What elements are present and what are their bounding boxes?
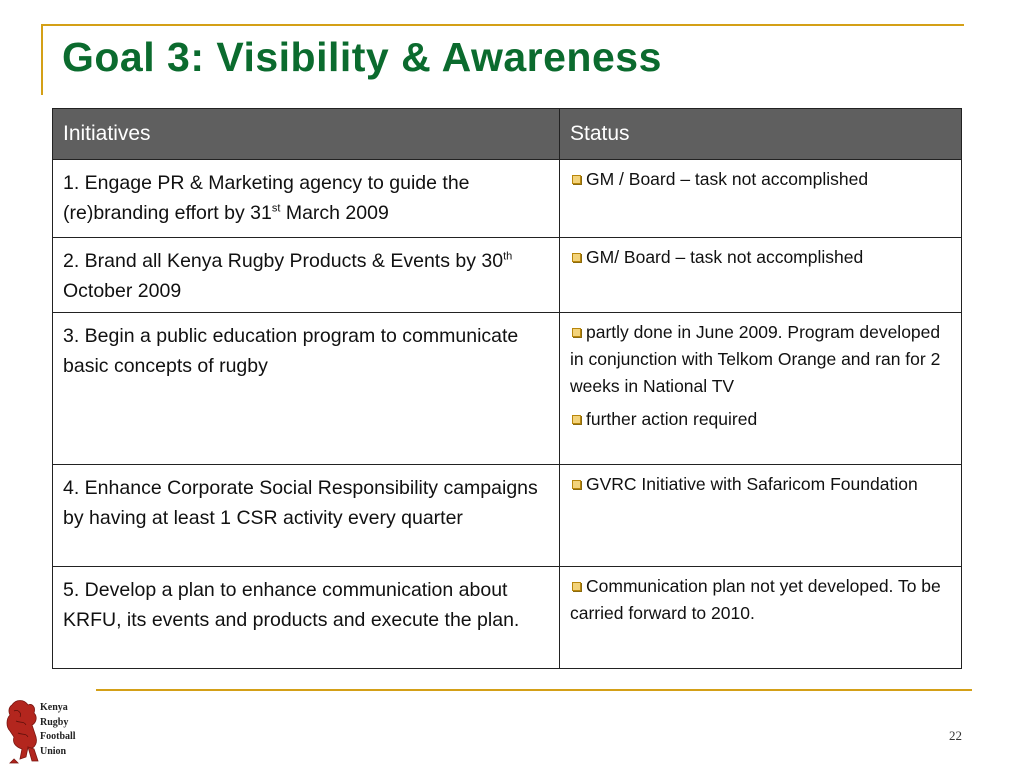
status-text: further action required	[586, 409, 758, 429]
initiative-cell: 2. Brand all Kenya Rugby Products & Even…	[52, 237, 560, 313]
column-header-status: Status	[559, 108, 962, 160]
status-item: GM / Board – task not accomplished	[570, 166, 951, 193]
table-row: 5. Develop a plan to enhance communicati…	[52, 566, 962, 669]
status-text: GM/ Board – task not accomplished	[586, 247, 864, 267]
initiative-ordinal-suffix: th	[503, 250, 513, 263]
square-bullet-icon	[572, 479, 581, 489]
status-cell: GM / Board – task not accomplished	[559, 159, 962, 238]
title-accent-bar	[41, 25, 43, 95]
status-text: GM / Board – task not accomplished	[586, 169, 869, 189]
initiative-text: 5. Develop a plan to enhance communicati…	[63, 579, 520, 631]
table-header-row: Initiatives Status	[52, 108, 962, 160]
table-row: 4. Enhance Corporate Social Responsibili…	[52, 464, 962, 567]
status-cell: Communication plan not yet developed. To…	[559, 566, 962, 669]
initiative-cell: 3. Begin a public education program to c…	[52, 312, 560, 465]
initiative-text: 2. Brand all Kenya Rugby Products & Even…	[63, 250, 504, 272]
top-accent-line	[41, 24, 964, 26]
initiative-text: 4. Enhance Corporate Social Responsibili…	[63, 477, 538, 529]
initiatives-table: Initiatives Status 1. Engage PR & Market…	[52, 108, 962, 669]
column-header-initiatives: Initiatives	[52, 108, 560, 160]
initiative-text-end: October 2009	[63, 280, 182, 302]
status-cell: partly done in June 2009. Program develo…	[559, 312, 962, 465]
slide-title: Goal 3: Visibility & Awareness	[62, 34, 662, 80]
logo-line-kenya: Kenya	[40, 702, 68, 713]
table-row: 1. Engage PR & Marketing agency to guide…	[52, 159, 962, 238]
square-bullet-icon	[572, 414, 581, 424]
initiative-ordinal-suffix: st	[271, 202, 281, 215]
status-item: Communication plan not yet developed. To…	[570, 573, 951, 627]
square-bullet-icon	[572, 174, 581, 184]
initiative-text: 1. Engage PR & Marketing agency to guide…	[63, 172, 470, 224]
status-item: GM/ Board – task not accomplished	[570, 244, 951, 271]
initiative-text: 3. Begin a public education program to c…	[63, 325, 519, 377]
rugby-lion-logo-icon	[6, 700, 39, 764]
logo-line-rugby: Rugby	[40, 716, 69, 728]
initiative-cell: 1. Engage PR & Marketing agency to guide…	[52, 159, 560, 238]
footer-accent-line	[96, 689, 972, 691]
square-bullet-icon	[572, 327, 581, 337]
initiative-cell: 5. Develop a plan to enhance communicati…	[52, 566, 560, 669]
status-item: further action required	[570, 406, 951, 433]
table-row: 2. Brand all Kenya Rugby Products & Even…	[52, 237, 962, 313]
logo-line-football: Football	[40, 731, 76, 742]
logo-line-union: Union	[40, 745, 67, 757]
status-text: partly done in June 2009. Program develo…	[570, 322, 941, 396]
logo-text: Kenya Rugby Football Union	[40, 701, 76, 759]
page-number: 22	[949, 728, 962, 743]
initiative-text-end: March 2009	[280, 202, 389, 224]
table-row: 3. Begin a public education program to c…	[52, 312, 962, 465]
status-item: partly done in June 2009. Program develo…	[570, 319, 951, 400]
status-item: GVRC Initiative with Safaricom Foundatio…	[570, 471, 951, 498]
status-cell: GM/ Board – task not accomplished	[559, 237, 962, 313]
status-cell: GVRC Initiative with Safaricom Foundatio…	[559, 464, 962, 567]
square-bullet-icon	[572, 581, 581, 591]
square-bullet-icon	[572, 252, 581, 262]
status-text: Communication plan not yet developed. To…	[570, 576, 941, 623]
initiative-cell: 4. Enhance Corporate Social Responsibili…	[52, 464, 560, 567]
status-text: GVRC Initiative with Safaricom Foundatio…	[586, 474, 918, 494]
